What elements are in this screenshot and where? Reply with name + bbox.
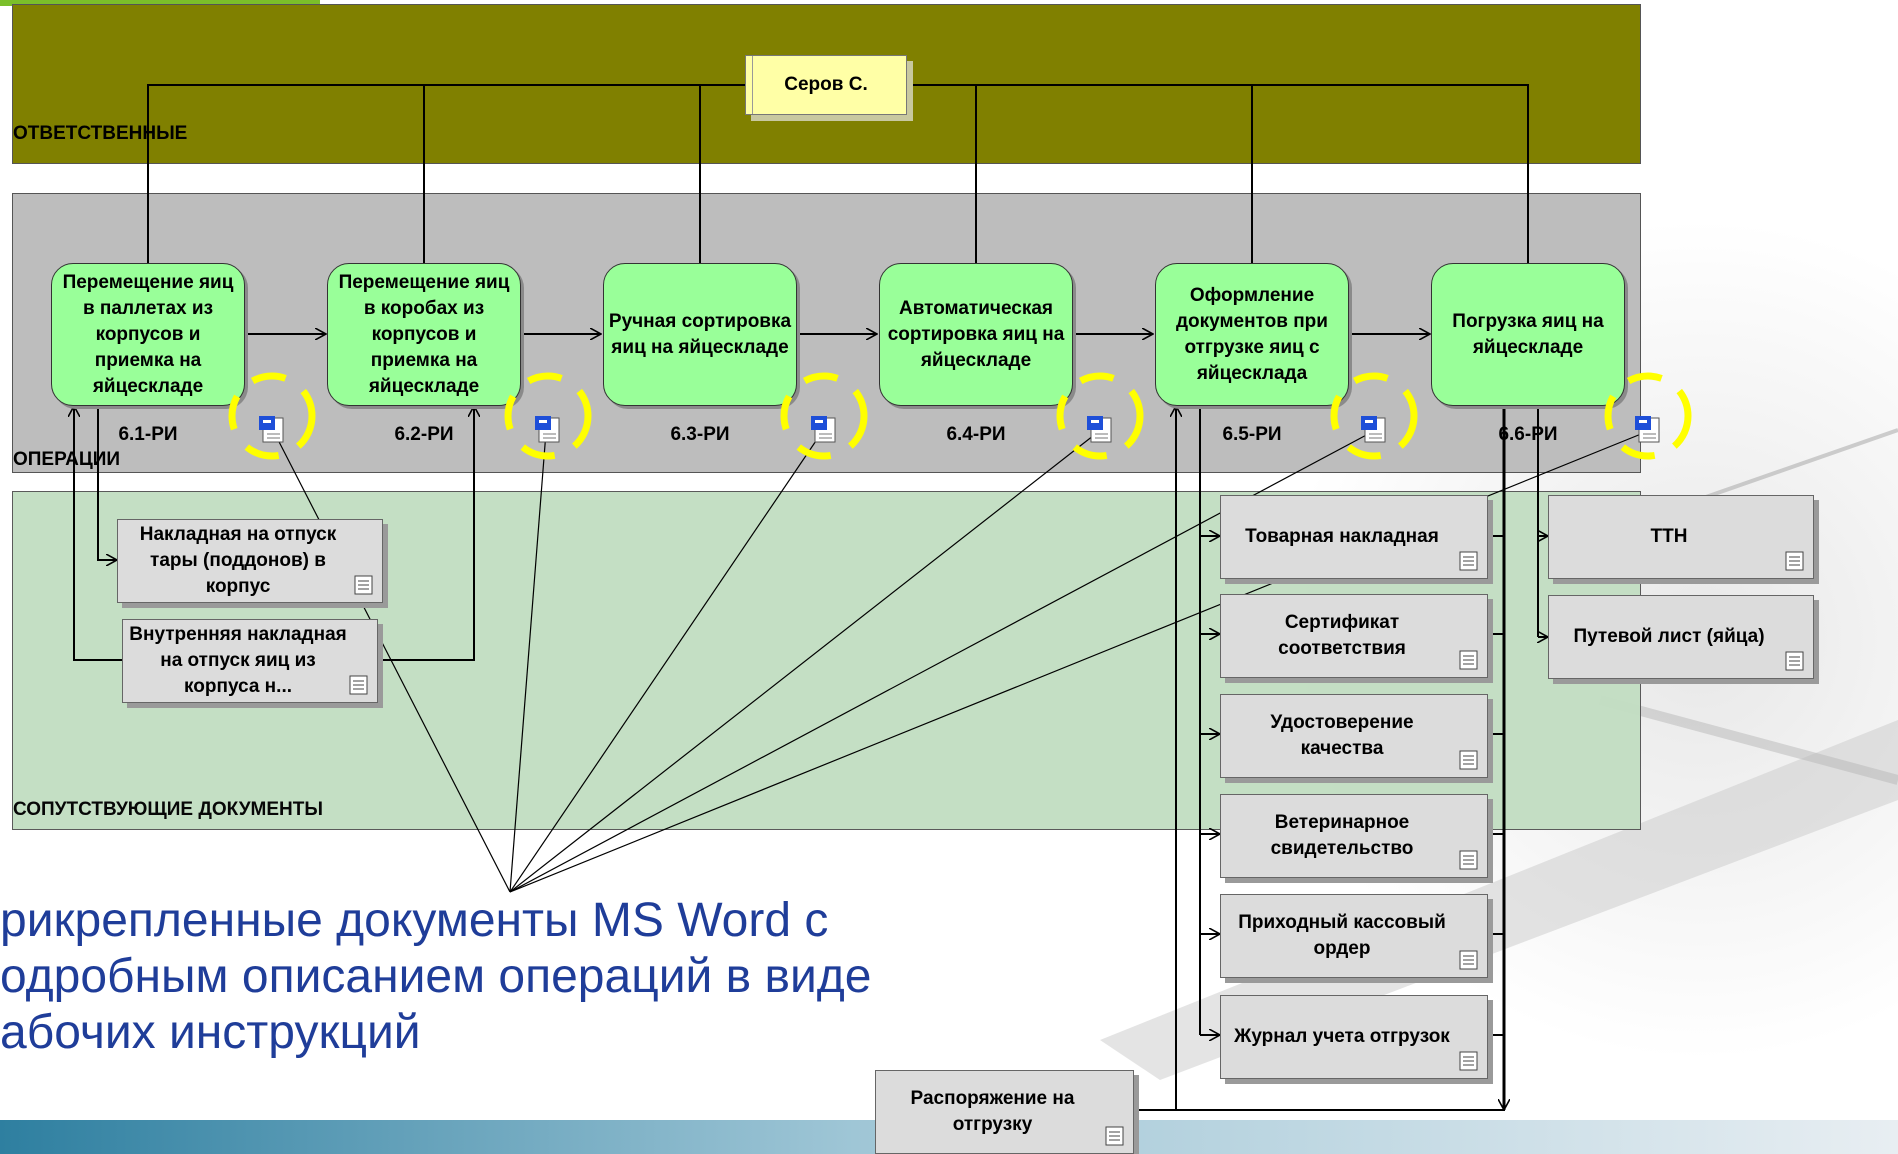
document-label: Накладная на отпуск тары (поддонов) в ко… (139, 524, 337, 597)
document-icon (1785, 551, 1804, 571)
responsible-lane-label: ОТВЕТСТВЕННЫЕ (13, 123, 188, 144)
document-label: Путевой лист (яйца) (1573, 626, 1765, 647)
caption-line: рикрепленные документы MS Word с (0, 894, 829, 947)
caption-line: абочих инструкций (0, 1006, 421, 1059)
operation-6-5[interactable]: Оформление документов при отгрузке яиц с… (1155, 263, 1349, 406)
word-document-icon[interactable] (1633, 414, 1663, 444)
document-label: Товарная накладная (1245, 526, 1439, 547)
document-icon (1459, 750, 1478, 770)
document-icon (349, 675, 368, 695)
operation-6-2[interactable]: Перемещение яиц в коробах из корпусов и … (327, 263, 521, 406)
word-document-icon[interactable] (533, 414, 563, 444)
document-commodity-invoice[interactable]: Товарная накладная (1220, 495, 1488, 579)
document-icon (1785, 651, 1804, 671)
owner-box[interactable]: Серов С. (745, 55, 907, 115)
document-label: Журнал учета отгрузок (1234, 1026, 1450, 1047)
word-document-icon[interactable] (1359, 414, 1389, 444)
document-waybill[interactable]: Путевой лист (яйца) (1548, 595, 1814, 679)
document-icon (1459, 551, 1478, 571)
attached-documents-caption: рикрепленные документы MS Word с одробны… (0, 893, 1060, 1061)
document-icon (1459, 1051, 1478, 1071)
document-label: Распоряжение на отгрузку (910, 1088, 1075, 1135)
operation-6-1[interactable]: Перемещение яиц в паллетах из корпусов и… (51, 263, 245, 406)
document-shipment-order[interactable]: Распоряжение на отгрузку (875, 1070, 1134, 1154)
document-icon (354, 575, 373, 595)
document-cash-receipt-order[interactable]: Приходный кассовый ордер (1220, 894, 1488, 978)
operation-6-3[interactable]: Ручная сортировка яиц на яйцескладе (603, 263, 797, 406)
document-label: Внутренняя накладная на отпуск яиц из ко… (129, 624, 347, 697)
document-icon (1105, 1126, 1124, 1146)
word-document-icon[interactable] (809, 414, 839, 444)
caption-line: одробным описанием операций в виде (0, 950, 872, 1003)
operations-lane-label: ОПЕРАЦИИ (13, 449, 121, 470)
document-label: Ветеринарное свидетельство (1270, 812, 1414, 859)
document-ttn[interactable]: ТТН (1548, 495, 1814, 579)
operation-code: 6.3-РИ (670, 424, 730, 445)
documents-lane-label: СОПУТСТВУЮЩИЕ ДОКУМЕНТЫ (13, 799, 323, 820)
document-label: Сертификат соответствия (1278, 612, 1406, 659)
document-icon (1459, 850, 1478, 870)
operation-6-4[interactable]: Автоматическая сортировка яиц на яйцескл… (879, 263, 1073, 406)
operation-code: 6.2-РИ (394, 424, 454, 445)
word-document-icon[interactable] (257, 414, 287, 444)
operation-code: 6.1-РИ (118, 424, 178, 445)
document-tare-invoice[interactable]: Накладная на отпуск тары (поддонов) в ко… (117, 519, 383, 603)
operation-code: 6.6-РИ (1498, 424, 1558, 445)
document-veterinary-certificate[interactable]: Ветеринарное свидетельство (1220, 794, 1488, 878)
document-internal-invoice[interactable]: Внутренняя накладная на отпуск яиц из ко… (122, 619, 378, 703)
owner-name: Серов С. (784, 74, 868, 95)
document-icon (1459, 650, 1478, 670)
word-document-icon[interactable] (1085, 414, 1115, 444)
document-conformity-certificate[interactable]: Сертификат соответствия (1220, 594, 1488, 678)
document-quality-certificate[interactable]: Удостоверение качества (1220, 694, 1488, 778)
document-icon (1459, 950, 1478, 970)
operation-6-6[interactable]: Погрузка яиц на яйцескладе (1431, 263, 1625, 406)
document-label: Приходный кассовый ордер (1238, 912, 1446, 959)
document-label: ТТН (1650, 526, 1688, 547)
document-label: Удостоверение качества (1270, 712, 1414, 759)
document-shipment-log[interactable]: Журнал учета отгрузок (1220, 995, 1488, 1079)
operation-code: 6.4-РИ (946, 424, 1006, 445)
operation-code: 6.5-РИ (1222, 424, 1282, 445)
